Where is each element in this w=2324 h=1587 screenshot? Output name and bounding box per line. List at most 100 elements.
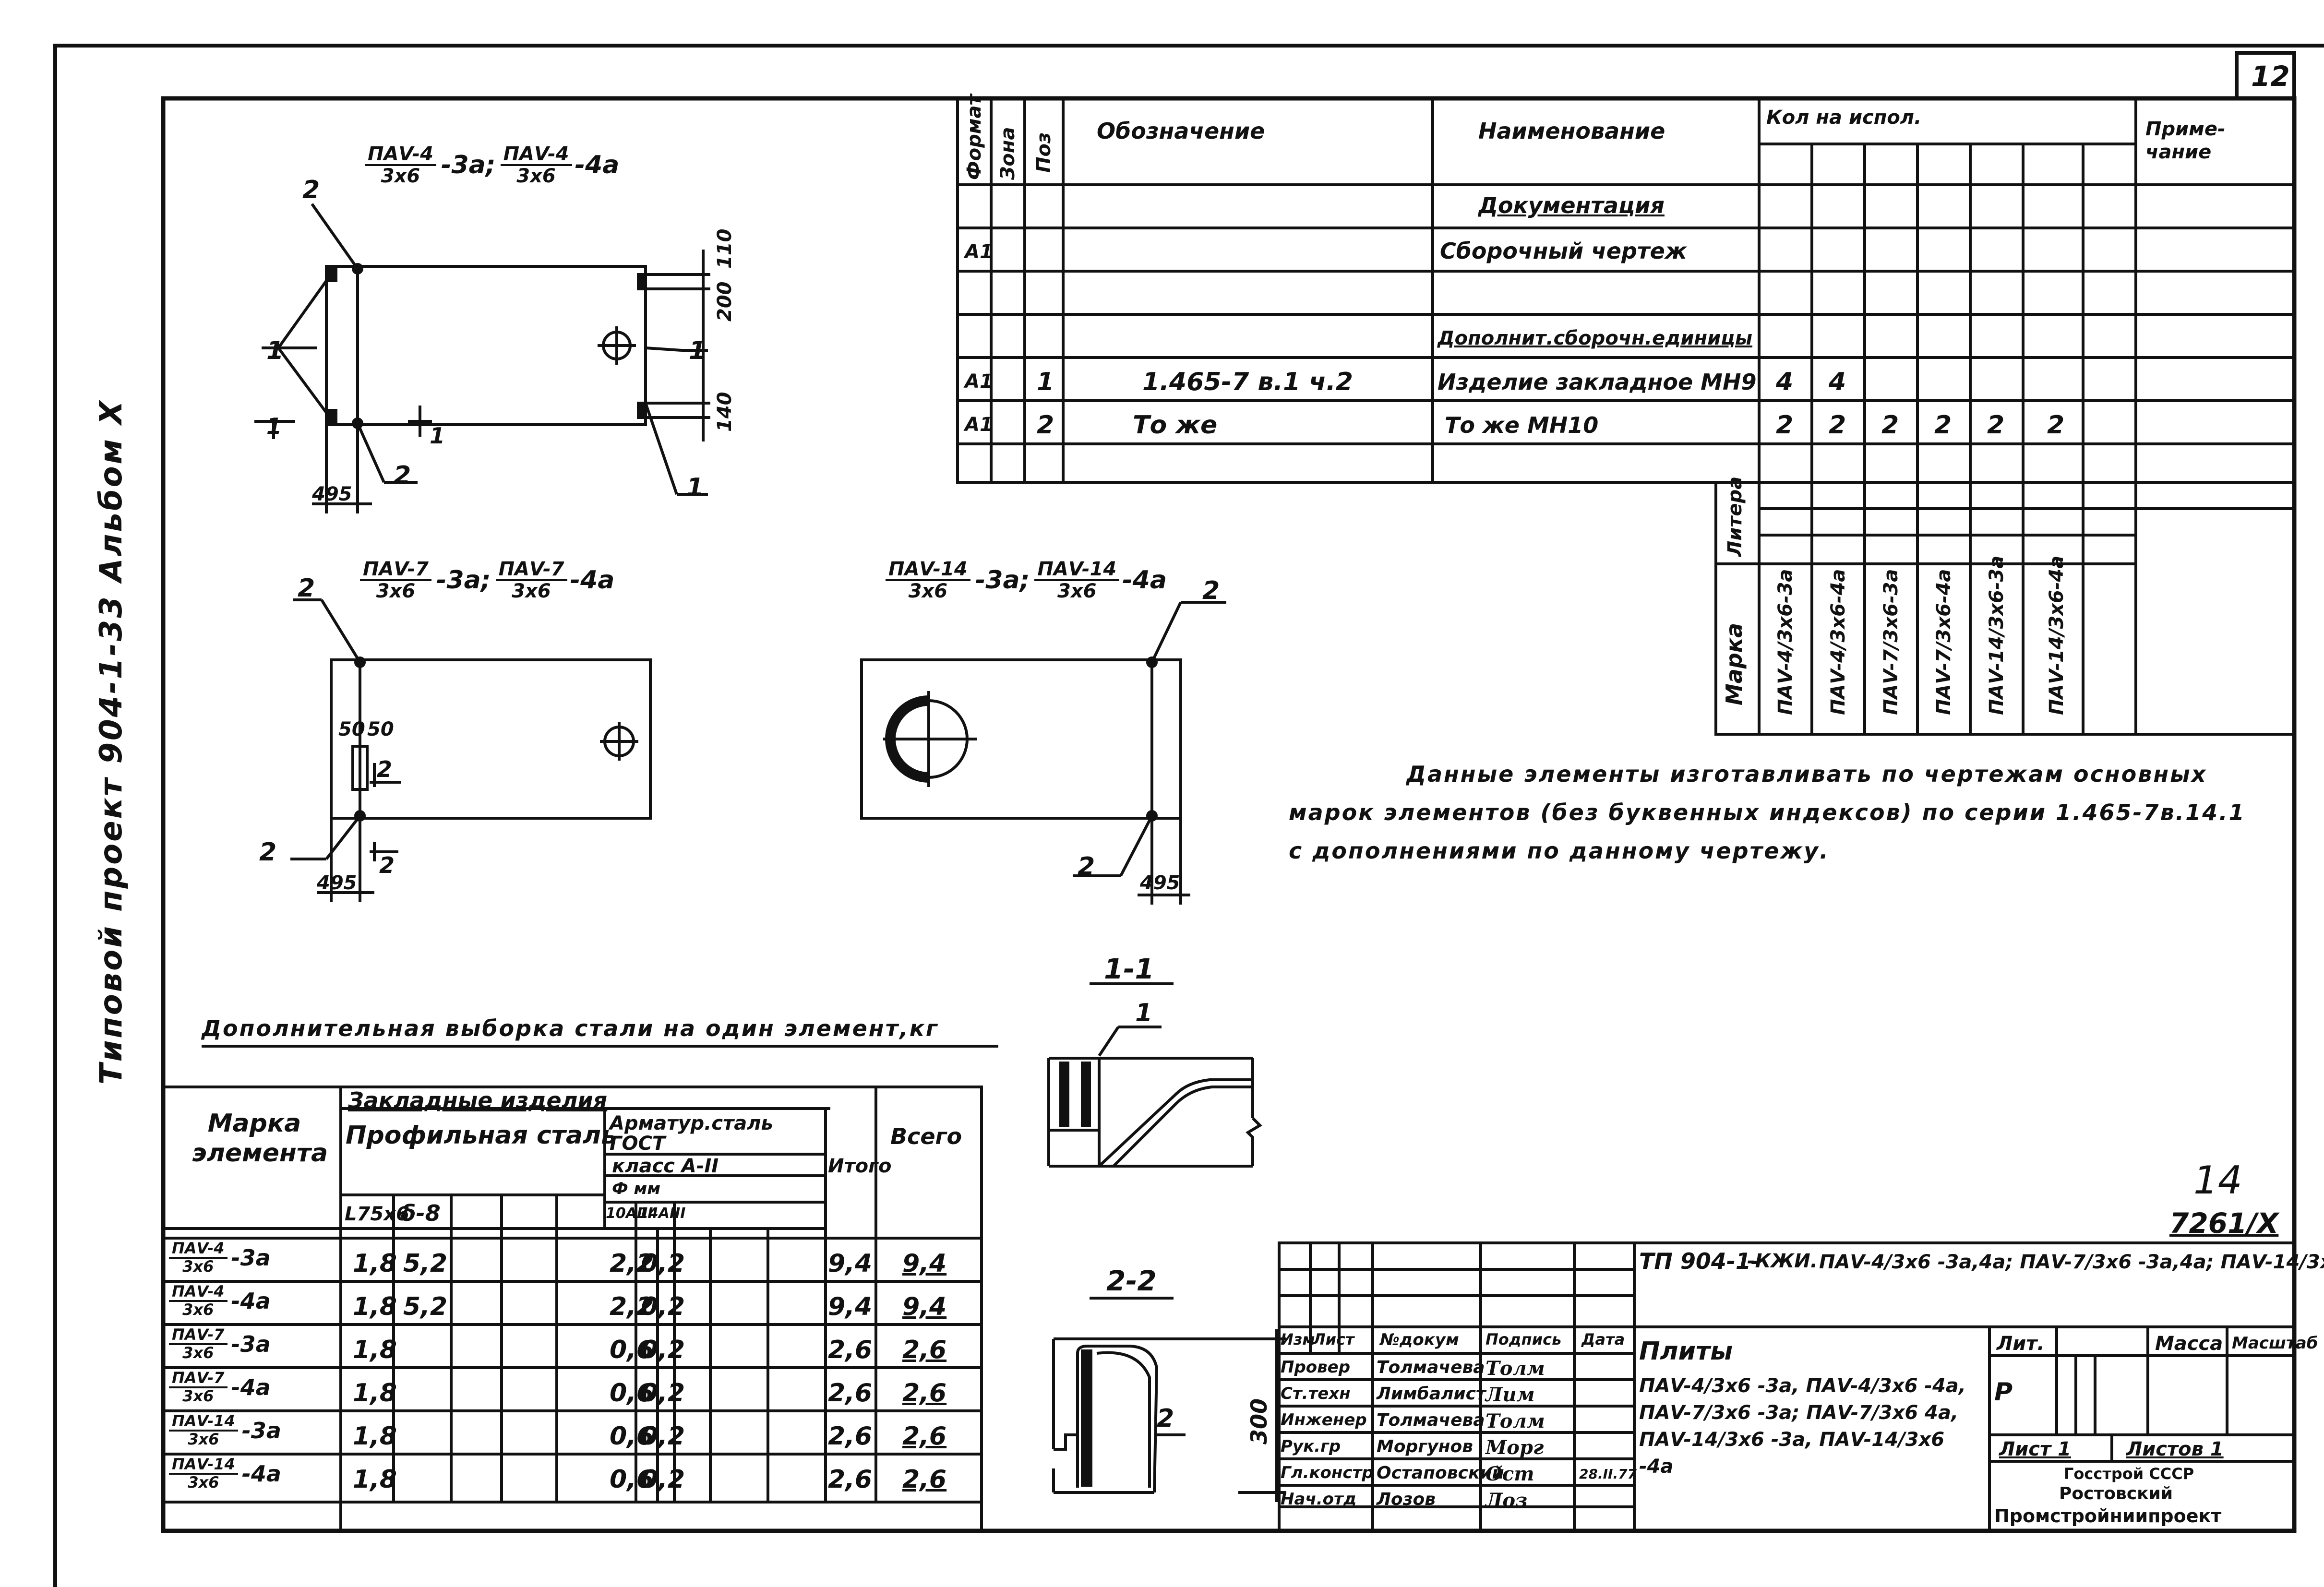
cell-a14: 0,2 bbox=[641, 1249, 685, 1278]
row6-name: То же МН10 bbox=[1445, 412, 1599, 438]
callout-2a: 2 bbox=[302, 176, 320, 204]
steel-h-armatur: Арматур.сталь ГОСТ bbox=[610, 1112, 773, 1155]
tb-org2: Ростовский bbox=[2059, 1484, 2173, 1503]
tb-project: ТП 904-1- bbox=[1639, 1248, 1761, 1274]
steel-h-diam: Ф мм bbox=[612, 1179, 661, 1198]
row5-qty2: 4 bbox=[1829, 368, 1846, 396]
tb-name: Толмачева bbox=[1377, 1358, 1485, 1377]
dim-50b: 50 bbox=[367, 718, 394, 740]
dim-300: 300 bbox=[1246, 1398, 1272, 1444]
hdr-name: Наименование bbox=[1478, 118, 1665, 144]
row6-designation: То же bbox=[1133, 411, 1218, 440]
variant-marka-label: Марка bbox=[1721, 622, 1747, 705]
variant-5: ПАV-14/3x6-3а bbox=[1986, 555, 2008, 715]
cell-vsego: 2,6 bbox=[902, 1379, 947, 1408]
steel-h-profil: Профильная сталь bbox=[346, 1121, 617, 1150]
hdr-format: Формат bbox=[963, 94, 985, 180]
cell-d8: 5,2 bbox=[403, 1292, 448, 1321]
callout-1c: 1 bbox=[686, 473, 704, 502]
cell-vsego: 9,4 bbox=[902, 1292, 947, 1321]
row2-name: Сборочный чертеж bbox=[1440, 238, 1687, 264]
tb-masshtab: Масштаб bbox=[2232, 1334, 2318, 1353]
callout-2f: 2 bbox=[379, 852, 395, 878]
callout-1b: 1 bbox=[689, 336, 707, 365]
row6-qty2: 2 bbox=[1829, 411, 1846, 440]
cell-itogo: 2,6 bbox=[828, 1336, 873, 1364]
variant-4: ПАV-7/3x6-4а bbox=[1933, 569, 1955, 715]
tb-project-b: -КЖИ. bbox=[1747, 1250, 1818, 1272]
steel-h-klass: класс А-II bbox=[612, 1155, 719, 1177]
callout-2d: 2 bbox=[259, 838, 277, 867]
section-2-callout: 2 bbox=[1157, 1404, 1174, 1433]
row4-name: Дополнит.сборочн.единицы bbox=[1438, 327, 1753, 349]
doc-code: 7261/X bbox=[2169, 1207, 2279, 1240]
steel-sub-10: 10АIII bbox=[606, 1205, 653, 1222]
tb-role: Гл.констр bbox=[1281, 1463, 1374, 1482]
side-title: Типовой проект 904-1-33 Альбом X bbox=[94, 399, 129, 1085]
cell-a14: 0,2 bbox=[641, 1422, 685, 1451]
dim-495a: 495 bbox=[312, 483, 352, 505]
cell-a10: 0,6 bbox=[610, 1336, 654, 1364]
row5-designation: 1.465-7 в.1 ч.2 bbox=[1142, 368, 1353, 396]
tb-sheets: Листов 1 bbox=[2126, 1438, 2224, 1460]
cell-vsego: 2,6 bbox=[902, 1336, 947, 1364]
cell-itogo: 2,6 bbox=[828, 1465, 873, 1494]
row2-format: А1 bbox=[965, 241, 993, 263]
steel-sub-d8: δ-8 bbox=[401, 1200, 441, 1226]
tb-title-list: ПАV-4/3x6 -3а, ПАV-4/3x6 -4а, ПАV-7/3x6 … bbox=[1639, 1375, 1966, 1478]
dim-495c: 495 bbox=[1140, 872, 1180, 894]
row6-qty3: 2 bbox=[1881, 411, 1899, 440]
cell-l75: 1,8 bbox=[353, 1336, 397, 1364]
dim-200: 200 bbox=[714, 281, 736, 322]
row6-qty5: 2 bbox=[1987, 411, 2005, 440]
tb-title-word: Плиты bbox=[1639, 1337, 1733, 1366]
dim-495b: 495 bbox=[317, 872, 357, 894]
tb-hdr-podpis: Подпись bbox=[1485, 1330, 1562, 1348]
cell-a14: 0,2 bbox=[641, 1465, 685, 1494]
cell-a14: 0,2 bbox=[641, 1379, 685, 1408]
tb-signature: Ост bbox=[1485, 1463, 1534, 1485]
tb-name: Лимбалист bbox=[1377, 1384, 1486, 1404]
cell-l75: 1,8 bbox=[353, 1422, 397, 1451]
corner-number: 12 bbox=[2251, 60, 2290, 93]
tb-lit: Лит. bbox=[1997, 1333, 2045, 1355]
row5-format: А1 bbox=[965, 370, 993, 393]
variant-1: ПАV-4/3x6-3а bbox=[1774, 569, 1797, 715]
cell-a10: 0,6 bbox=[610, 1422, 654, 1451]
cell-d8: 5,2 bbox=[403, 1249, 448, 1278]
cell-itogo: 2,6 bbox=[828, 1422, 873, 1451]
cell-itogo: 2,6 bbox=[828, 1379, 873, 1408]
dim-140: 140 bbox=[714, 392, 736, 432]
tb-massa: Масса bbox=[2155, 1333, 2223, 1355]
tb-date: 28.II.77 bbox=[1579, 1466, 1637, 1482]
cell-a10: 0,6 bbox=[610, 1465, 654, 1494]
tb-name: Толмачева bbox=[1377, 1410, 1485, 1430]
tb-signature: Морг bbox=[1485, 1436, 1544, 1459]
steel-h-marka: Марка элемента bbox=[192, 1109, 328, 1168]
steel-h-zaklad: Закладные изделия bbox=[348, 1087, 608, 1113]
callout-2h: 2 bbox=[1078, 852, 1095, 881]
cell-itogo: 9,4 bbox=[828, 1292, 873, 1321]
note-line-3: с дополнениями по данному чертежу. bbox=[1289, 838, 1830, 864]
tb-sheet: Лист 1 bbox=[1999, 1438, 2071, 1460]
dim-110: 110 bbox=[714, 228, 736, 269]
hdr-note: Приме-чание bbox=[2145, 118, 2226, 163]
row6-qty6: 2 bbox=[2047, 411, 2065, 440]
row5-name: Изделие закладное МН9 bbox=[1438, 369, 1757, 395]
hdr-pos: Поз bbox=[1033, 132, 1055, 173]
callout-2g: 2 bbox=[1202, 576, 1220, 605]
callout-2c: 2 bbox=[298, 574, 315, 603]
hdr-designation: Обозначение bbox=[1097, 118, 1265, 144]
tb-signature: Лоз bbox=[1485, 1489, 1528, 1512]
cell-l75: 1,8 bbox=[353, 1379, 397, 1408]
cell-a14: 0,2 bbox=[641, 1292, 685, 1321]
page-number: 14 bbox=[2193, 1158, 2242, 1203]
callout-2e: 2 bbox=[377, 756, 393, 782]
note-line-2: марок элементов (без буквенных индексов)… bbox=[1289, 799, 2246, 825]
tb-role: Нач.отд bbox=[1281, 1490, 1357, 1509]
